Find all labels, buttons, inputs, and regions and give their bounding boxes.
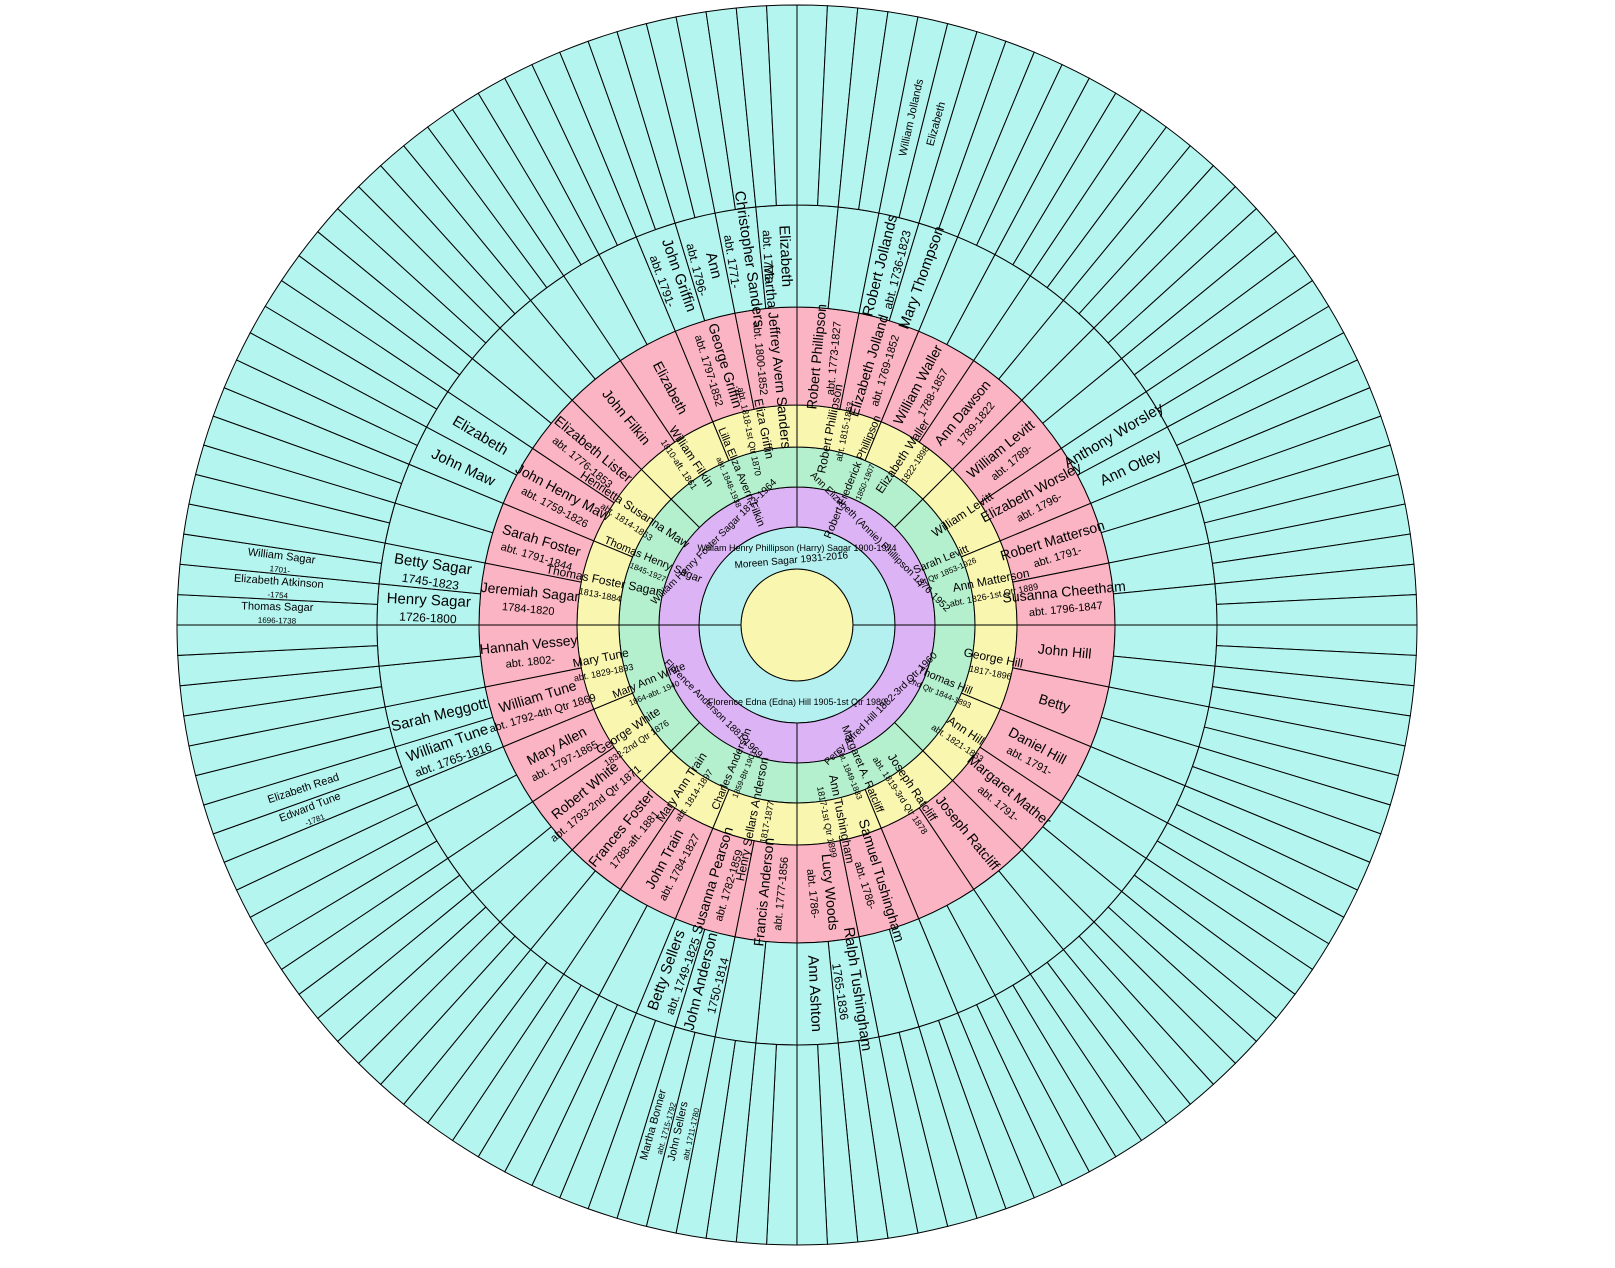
person-name: Ann xyxy=(702,250,725,280)
person-dates: -1754 xyxy=(267,590,289,601)
person-dates: 1784-1820 xyxy=(501,601,555,618)
person-label: John Hill xyxy=(1037,640,1092,661)
person-name: Elizabeth xyxy=(775,225,795,287)
person-dates: abt. 1802- xyxy=(505,654,556,671)
person-dates: 1726-1800 xyxy=(399,609,457,626)
person-name: Thomas Sagar xyxy=(241,600,314,614)
generation-rings xyxy=(176,4,1418,1246)
person-dates: 1696-1738 xyxy=(258,616,297,626)
person-dates: abt. 1786- xyxy=(804,869,821,920)
person-name: John Hill xyxy=(1037,640,1092,661)
person-dates: 1701- xyxy=(269,564,291,575)
person-name: Henry Sagar xyxy=(386,590,471,611)
person-name: Florence Edna (Edna) Hill 1905-1st Qtr 1… xyxy=(708,697,886,707)
person-name: Ann Ashton xyxy=(804,955,825,1032)
root-person-cell xyxy=(740,568,854,682)
person-label: Ann Ashton xyxy=(804,955,825,1032)
person-name: William Henry Phillipson (Harry) Sagar 1… xyxy=(697,543,896,553)
person-name: Lucy Woods xyxy=(819,853,842,931)
person-dates: abt. 1776- xyxy=(760,230,777,285)
person-label: William Henry Phillipson (Harry) Sagar 1… xyxy=(697,543,896,553)
person-label: Florence Edna (Edna) Hill 1905-1st Qtr 1… xyxy=(708,697,886,707)
person-label: Thomas Sagar 1696-1738 xyxy=(241,600,314,626)
gen7-segment xyxy=(176,624,379,656)
